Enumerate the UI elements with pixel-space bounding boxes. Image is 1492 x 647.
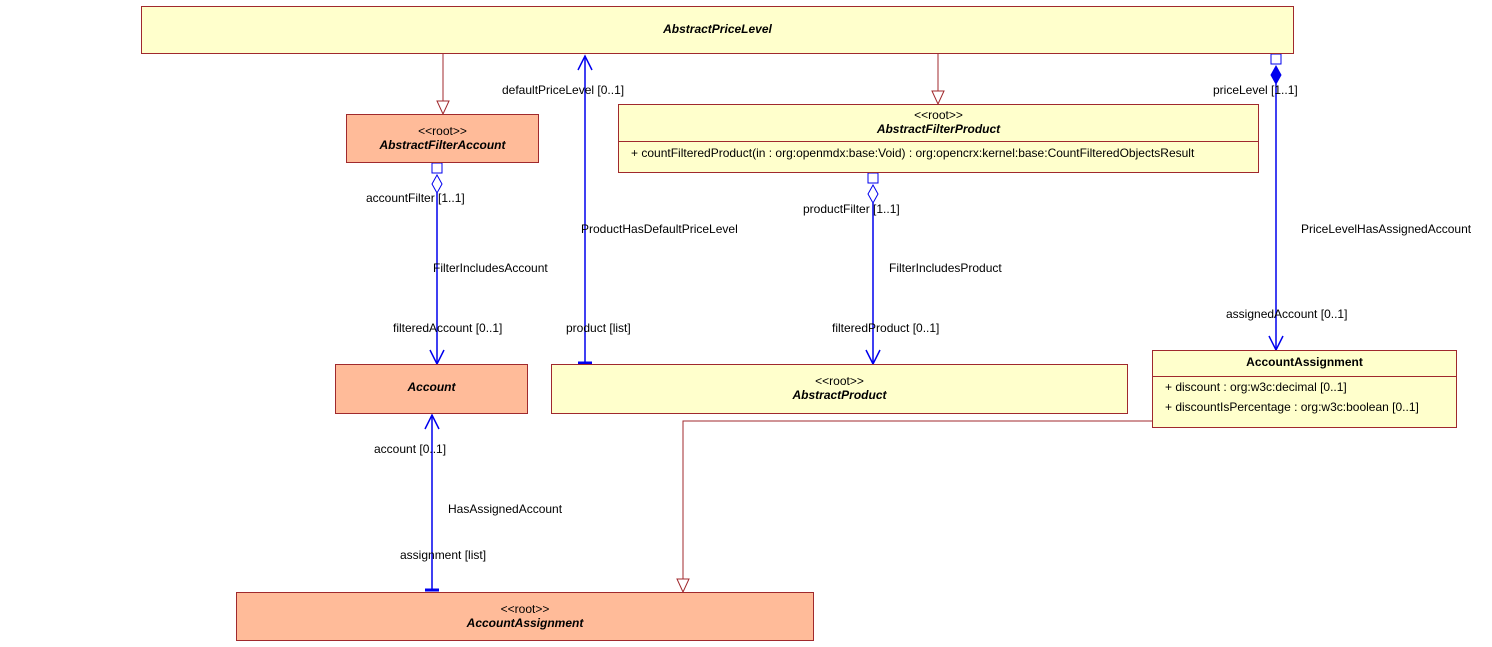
- class-name: AbstractFilterAccount: [379, 138, 506, 152]
- stereotype-label: <<root>>: [500, 602, 550, 616]
- class-abstract-price-level[interactable]: AbstractPriceLevel: [141, 6, 1294, 54]
- generalization-filterproduct: [931, 54, 945, 106]
- association-name-has-assigned-account: HasAssignedAccount: [448, 502, 563, 516]
- attribute-discount-is-percentage: + discountIsPercentage : org:w3c:boolean…: [1165, 400, 1419, 414]
- generalization-accountassignment: [676, 420, 1152, 594]
- stereotype-label: <<root>>: [914, 108, 963, 122]
- class-name: AccountAssignment: [466, 616, 584, 630]
- class-name: AccountAssignment: [1246, 355, 1363, 369]
- role-account: account [0..1]: [374, 442, 447, 456]
- class-name: AbstractProduct: [792, 388, 887, 402]
- role-product: product [list]: [566, 321, 631, 335]
- role-assignment: assignment [list]: [400, 548, 487, 562]
- stereotype-label: <<root>>: [815, 374, 864, 388]
- operations-compartment: + countFilteredProduct(in : org:openmdx:…: [619, 141, 1258, 163]
- class-abstract-product[interactable]: <<root>> AbstractProduct: [551, 364, 1128, 414]
- class-account[interactable]: Account: [335, 364, 528, 414]
- role-default-price-level: defaultPriceLevel [0..1]: [502, 83, 625, 97]
- class-name: AbstractFilterProduct: [876, 122, 1001, 136]
- class-abstract-filter-account[interactable]: <<root>> AbstractFilterAccount: [346, 114, 539, 163]
- role-filtered-account: filteredAccount [0..1]: [393, 321, 503, 335]
- association-name-product-has-default-price-level: ProductHasDefaultPriceLevel: [581, 222, 738, 236]
- class-account-assignment[interactable]: AccountAssignment + discount : org:w3c:d…: [1152, 350, 1457, 428]
- stereotype-label: <<root>>: [418, 124, 467, 138]
- class-name: AbstractPriceLevel: [663, 22, 772, 36]
- role-filtered-product: filteredProduct [0..1]: [832, 321, 940, 335]
- role-account-filter: accountFilter [1..1]: [366, 191, 465, 205]
- class-account-assignment-root[interactable]: <<root>> AccountAssignment: [236, 592, 814, 641]
- class-name: Account: [407, 380, 456, 394]
- class-abstract-filter-product[interactable]: <<root>> AbstractFilterProduct + countFi…: [618, 104, 1259, 173]
- role-assigned-account: assignedAccount [0..1]: [1226, 307, 1348, 321]
- association-price-level-has-assigned-account: [1268, 53, 1284, 352]
- attribute-discount: + discount : org:w3c:decimal [0..1]: [1165, 380, 1347, 394]
- role-price-level: priceLevel [1..1]: [1213, 83, 1298, 97]
- generalization-filteraccount: [436, 54, 450, 116]
- association-name-filter-includes-account: FilterIncludesAccount: [433, 261, 548, 275]
- operation-count-filtered-product: + countFilteredProduct(in : org:openmdx:…: [631, 146, 1195, 160]
- association-name-filter-includes-product: FilterIncludesProduct: [889, 261, 1002, 275]
- association-product-has-default-price-level: [577, 54, 593, 365]
- association-has-assigned-account: [424, 413, 440, 592]
- role-product-filter: productFilter [1..1]: [803, 202, 900, 216]
- attributes-compartment: + discount : org:w3c:decimal [0..1] + di…: [1153, 376, 1456, 417]
- association-name-price-level-has-assigned-account: PriceLevelHasAssignedAccount: [1301, 222, 1472, 236]
